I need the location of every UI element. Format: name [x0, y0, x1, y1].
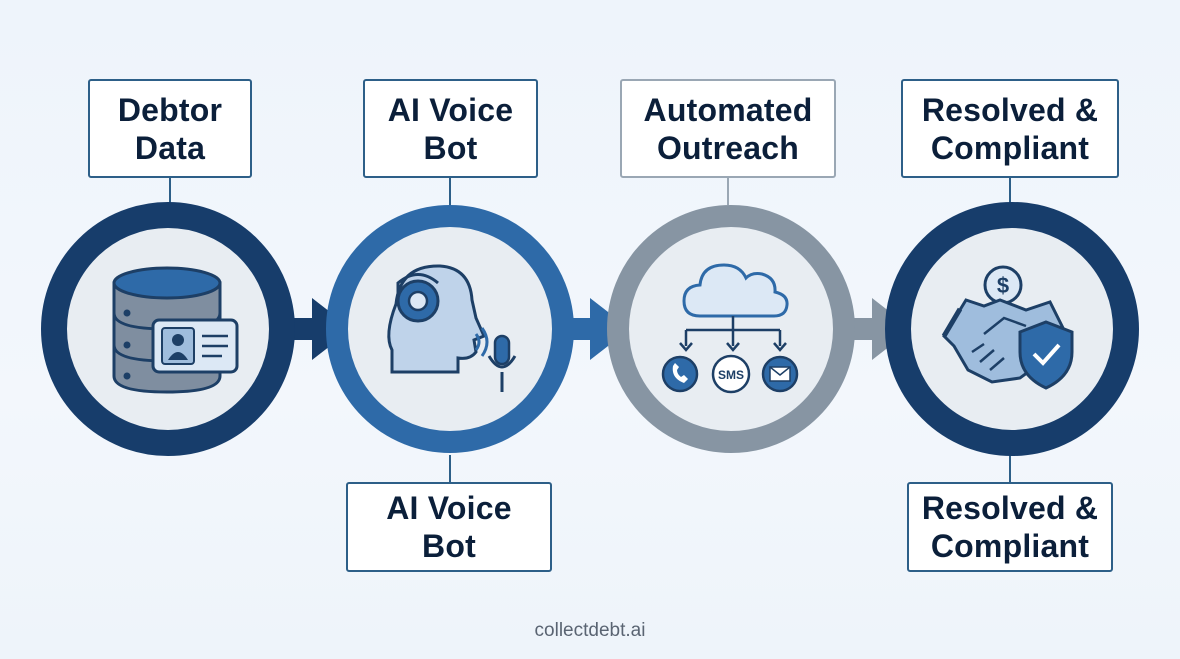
database-id-card-icon [112, 266, 239, 394]
bottom-label-ai-voice-bot: AI Voice Bot [346, 482, 552, 572]
step-label-ai-voice-bot: AI Voice Bot [363, 79, 538, 178]
footer-brand: collectdebt.ai [534, 620, 646, 641]
step-label-automated-outreach: Automated Outreach [620, 79, 836, 178]
sms-text: SMS [718, 368, 744, 382]
bottom-label-resolved-compliant: Resolved & Compliant [907, 482, 1113, 572]
step-label-resolved-compliant: Resolved & Compliant [901, 79, 1119, 178]
ai-voice-bot-icon [387, 264, 517, 392]
phone-icon [661, 355, 699, 393]
dollar-text: $ [997, 273, 1009, 298]
handshake-shield-icon: $ [941, 265, 1074, 390]
dollar-coin-icon: $ [983, 265, 1023, 305]
cloud-outreach-icon: SMS [661, 263, 799, 394]
sms-bubble-icon: SMS [711, 354, 751, 394]
shield-check-icon [1018, 320, 1074, 390]
email-icon [761, 355, 799, 393]
step-label-debtor-data: Debtor Data [88, 79, 252, 178]
